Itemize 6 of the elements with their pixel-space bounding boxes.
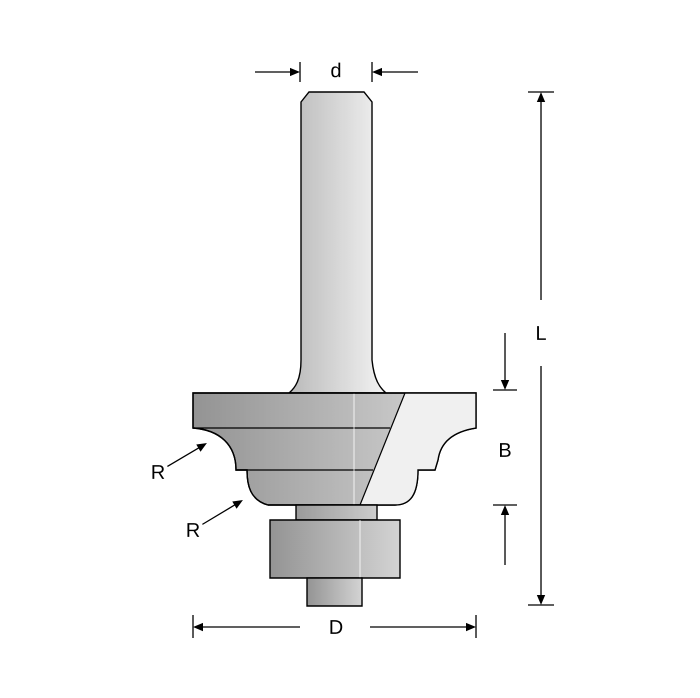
dimension-label: L xyxy=(537,326,546,340)
dimension-label: D xyxy=(330,620,342,634)
radius-label: R xyxy=(152,465,164,479)
dimension-label: d xyxy=(331,62,340,78)
radius-label: R xyxy=(187,523,200,537)
dimension-label: B xyxy=(500,443,511,457)
